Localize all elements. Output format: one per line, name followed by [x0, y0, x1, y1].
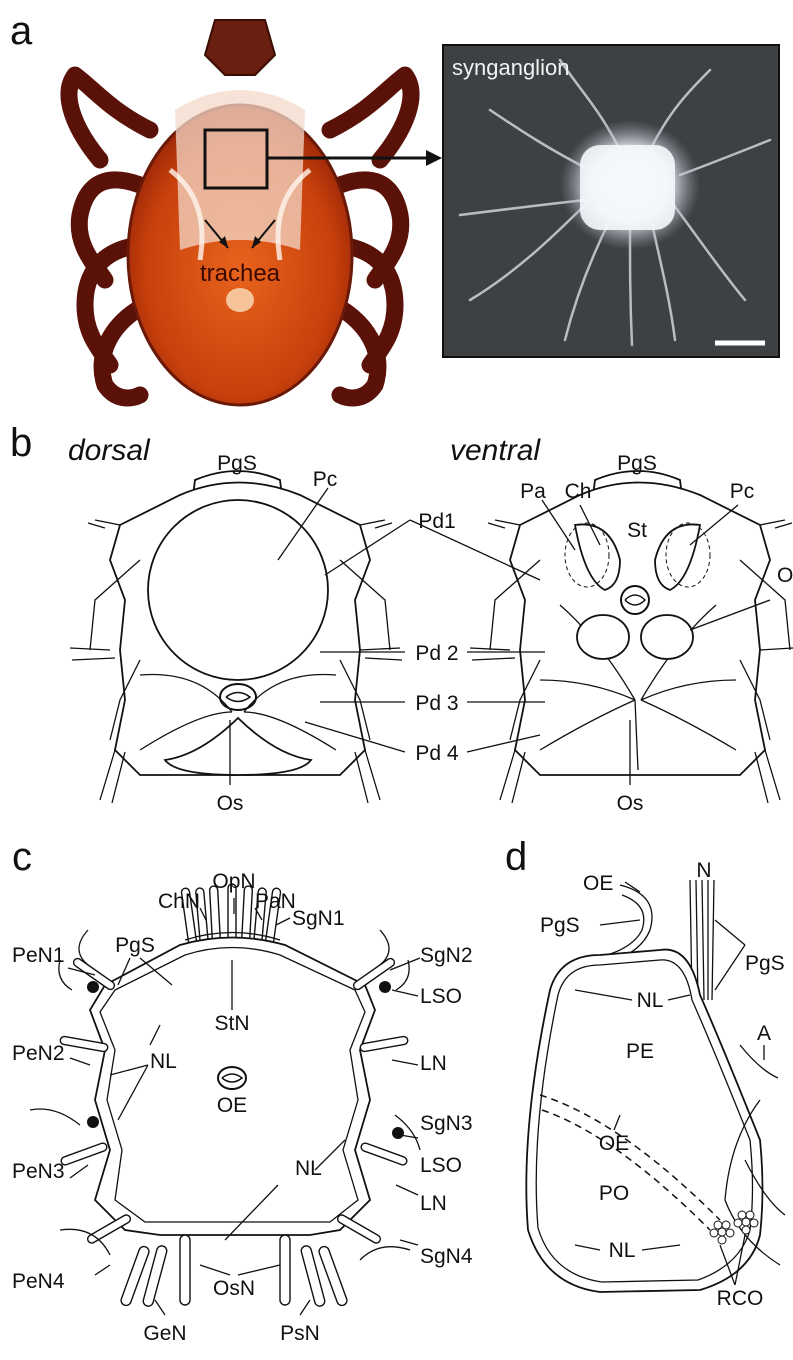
pd4-label: Pd 4 [415, 742, 459, 765]
nl-left-label: NL [150, 1050, 177, 1073]
dorsal-pgs-label: PgS [217, 452, 257, 475]
n-label: N [696, 859, 711, 882]
oe-mid-label: OE [599, 1132, 629, 1155]
ventral-view-label: ventral [450, 434, 541, 467]
nl-bottom-label: NL [609, 1239, 636, 1262]
opn-label: OpN [212, 870, 255, 893]
gen-label: GeN [143, 1322, 186, 1345]
panel-b-letter: b [10, 421, 32, 465]
pgs-label-c: PgS [115, 934, 155, 957]
sgn1-label: SgN1 [292, 907, 345, 930]
pen3-label: PeN3 [12, 1160, 65, 1183]
ln-top-label: LN [420, 1052, 447, 1075]
a-label: A [757, 1022, 771, 1045]
ch-label: Ch [565, 480, 592, 503]
ventral-pc-label: Pc [730, 480, 755, 503]
trachea-label: trachea [200, 260, 281, 287]
pd1-label: Pd1 [418, 510, 455, 533]
pa-label: Pa [520, 480, 546, 503]
lso-top-label: LSO [420, 985, 462, 1008]
ln-bottom-label: LN [420, 1192, 447, 1215]
panel-c-letter: c [12, 835, 32, 879]
sagittal-section-drawing [526, 880, 785, 1292]
sgn4-label: SgN4 [420, 1245, 473, 1268]
dorsal-view-label: dorsal [68, 434, 151, 467]
dorsal-pc-label: Pc [313, 468, 338, 491]
dorsal-synganglion-drawing [70, 471, 402, 803]
stn-label: StN [214, 1012, 249, 1035]
pd2-label: Pd 2 [415, 642, 458, 665]
tick-photo [69, 20, 411, 405]
synganglion-label: synganglion [452, 55, 569, 80]
rco-label: RCO [717, 1287, 764, 1310]
sgn2-label: SgN2 [420, 944, 473, 967]
pe-label: PE [626, 1040, 654, 1063]
ventral-os-label: Os [617, 792, 644, 815]
pgs-left-label: PgS [540, 914, 580, 937]
psn-label: PsN [280, 1322, 320, 1345]
oe-top-label: OE [583, 872, 613, 895]
osn-label: OsN [213, 1277, 255, 1300]
pen4-label: PeN4 [12, 1270, 65, 1293]
nl-center-label: NL [295, 1157, 322, 1180]
inset-arrowhead [426, 150, 442, 166]
o-label: O [777, 564, 793, 587]
oe-label-c: OE [217, 1094, 247, 1117]
panel-d-letter: d [505, 835, 527, 879]
pd3-label: Pd 3 [415, 692, 458, 715]
chn-label: ChN [158, 890, 200, 913]
sgn3-label: SgN3 [420, 1112, 473, 1135]
ventral-pgs-label: PgS [617, 452, 657, 475]
lso-bottom-label: LSO [420, 1154, 462, 1177]
synganglion-photo [443, 45, 779, 357]
po-label: PO [599, 1182, 629, 1205]
dorsal-os-label: Os [217, 792, 244, 815]
st-label: St [627, 519, 647, 542]
pen1-label: PeN1 [12, 944, 65, 967]
pan-label: PaN [255, 890, 296, 913]
nl-top-label: NL [637, 989, 664, 1012]
panel-a-letter: a [10, 9, 33, 53]
pen2-label: PeN2 [12, 1042, 65, 1065]
pgs-right-label: PgS [745, 952, 785, 975]
